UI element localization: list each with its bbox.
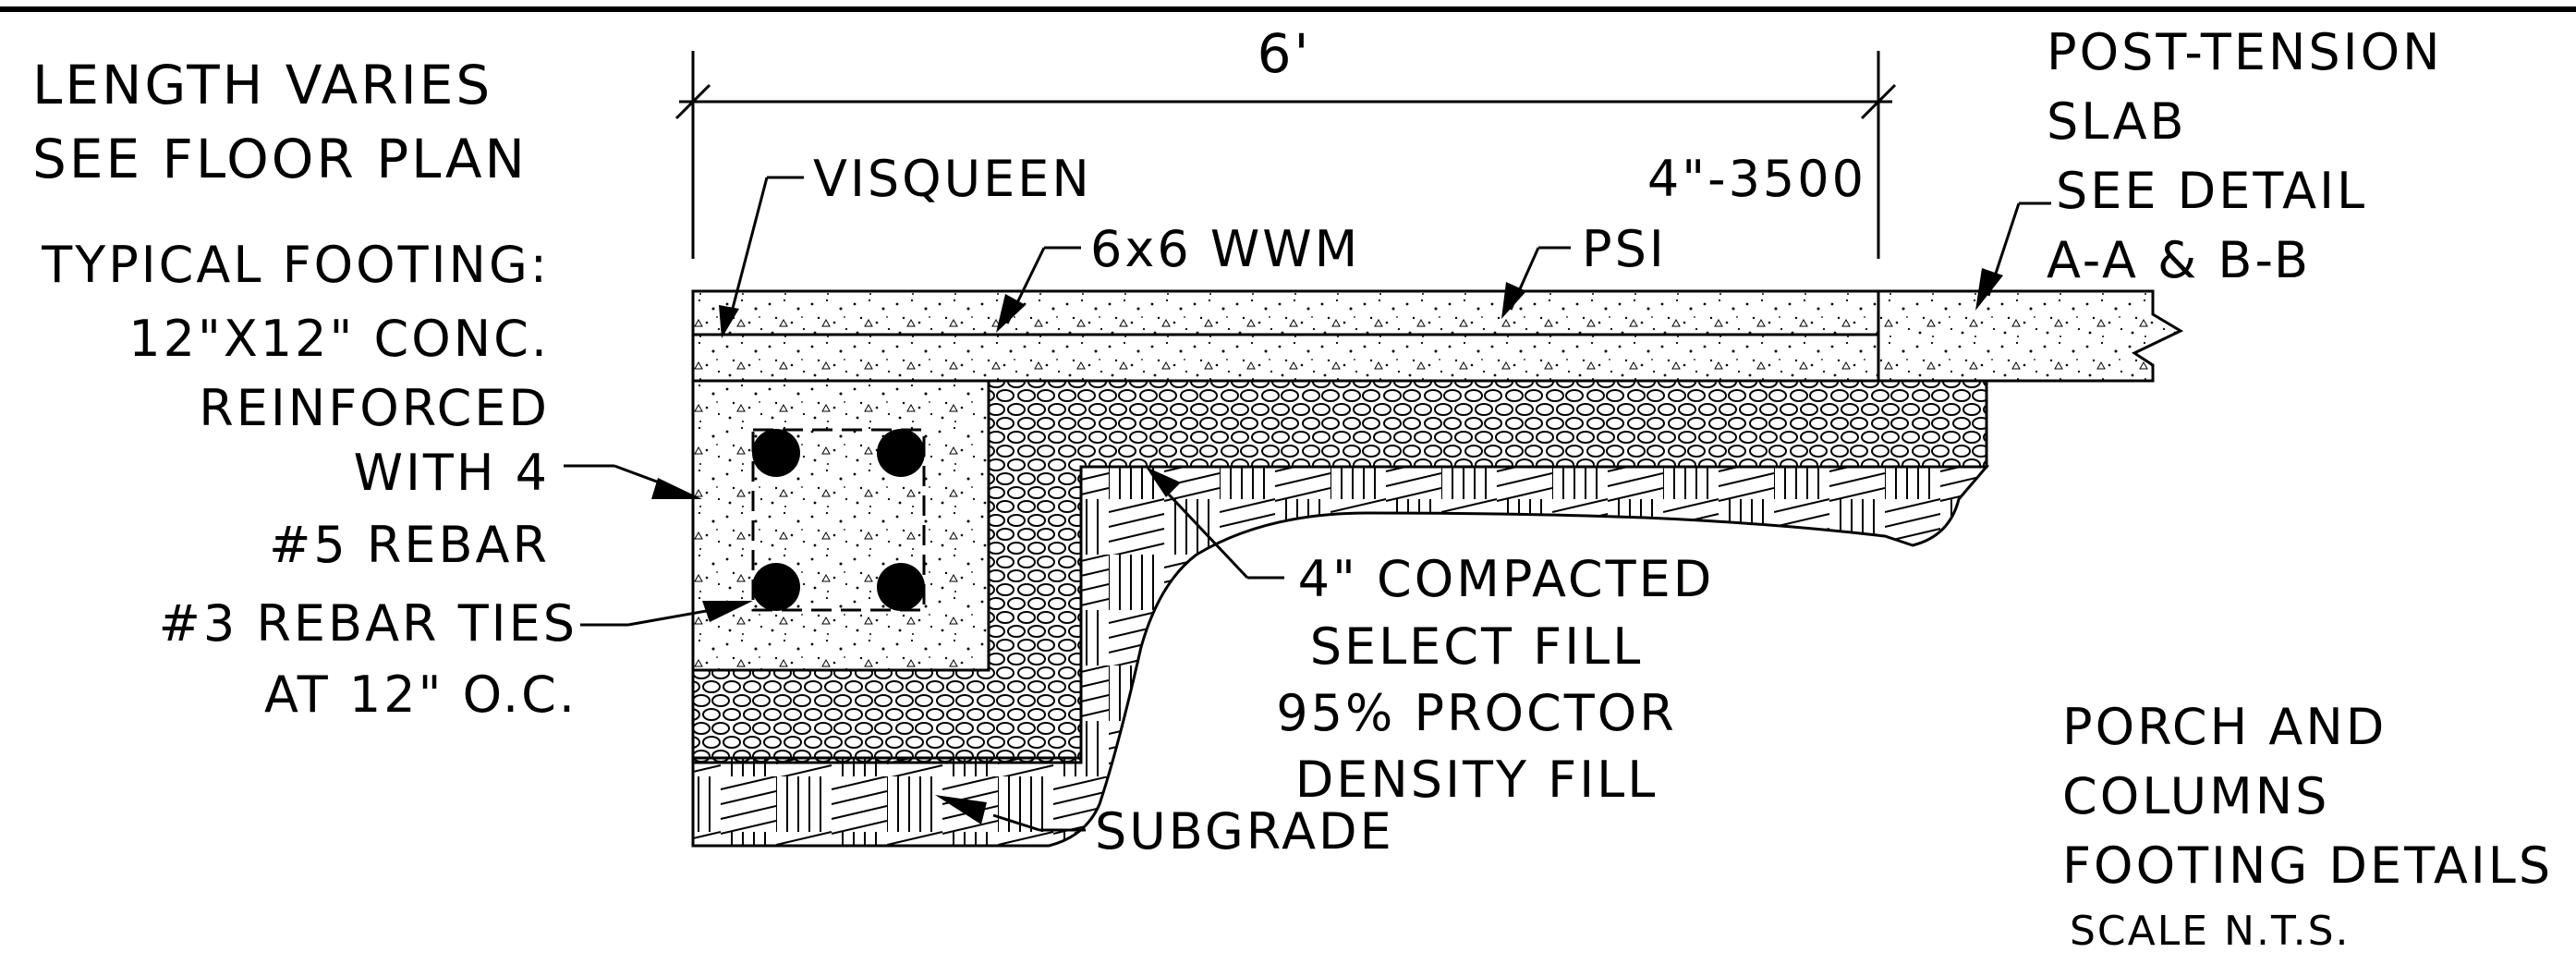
compacted-fill-line-3: 95% PROCTOR: [1276, 684, 1677, 742]
compacted-fill-line-2: SELECT FILL: [1310, 617, 1644, 676]
leader-psi: [1501, 246, 1571, 319]
title-line-2: COLUMNS: [2062, 767, 2329, 825]
leader-subgrade: [935, 795, 1086, 832]
post-tension-line-1: POST-TENSION: [2047, 23, 2443, 81]
compacted-fill-line-4: DENSITY FILL: [1295, 751, 1659, 809]
typical-footing-line-3: REINFORCED: [199, 379, 550, 437]
leader-post-tension: [1975, 202, 2051, 311]
dimension-label: 6': [1258, 22, 1312, 85]
length-varies-line-2: SEE FLOOR PLAN: [32, 128, 528, 190]
typical-footing-line-4: WITH 4: [354, 444, 550, 502]
title-line-1: PORCH AND: [2062, 698, 2387, 756]
typical-footing-line-7: AT 12" O.C.: [264, 666, 577, 724]
dimension-line: [674, 51, 1897, 259]
length-varies-line-1: LENGTH VARIES: [32, 54, 492, 116]
title-line-3: FOOTING DETAILS: [2062, 837, 2553, 895]
leader-wwm: [996, 246, 1081, 333]
rebar-bottom-right: [877, 563, 925, 611]
rebar-top-left: [752, 429, 800, 477]
leader-reinforced: [564, 464, 702, 499]
post-tension-line-4: A-A & B-B: [2047, 231, 2311, 289]
typical-footing-line-6: #3 REBAR TIES: [159, 594, 577, 653]
typical-footing-line-5: #5 REBAR: [269, 516, 550, 574]
leader-rebar-ties: [580, 601, 753, 627]
visqueen-label: VISQUEEN: [813, 150, 1092, 208]
post-tension-line-3: SEE DETAIL: [2056, 162, 2367, 220]
concrete-strength-line-1: 4"-3500: [1647, 150, 1866, 208]
subgrade-label: SUBGRADE: [1095, 802, 1394, 861]
post-tension-line-2: SLAB: [2047, 92, 2187, 151]
wwm-label: 6x6 WWM: [1090, 220, 1360, 278]
leader-visqueen: [719, 176, 804, 338]
concrete-strength-line-2: PSI: [1582, 220, 1667, 278]
typical-footing-line-1: TYPICAL FOOTING:: [41, 236, 550, 294]
leader-compacted-fill: [1146, 467, 1284, 580]
compacted-fill-line-1: 4" COMPACTED: [1298, 550, 1715, 608]
typical-footing-line-2: 12"X12" CONC.: [128, 310, 550, 368]
rebar-bottom-left: [752, 563, 800, 611]
scale-label: SCALE N.T.S.: [2070, 908, 2351, 955]
subgrade-earth: [691, 465, 1990, 848]
rebar-top-right: [877, 429, 925, 477]
